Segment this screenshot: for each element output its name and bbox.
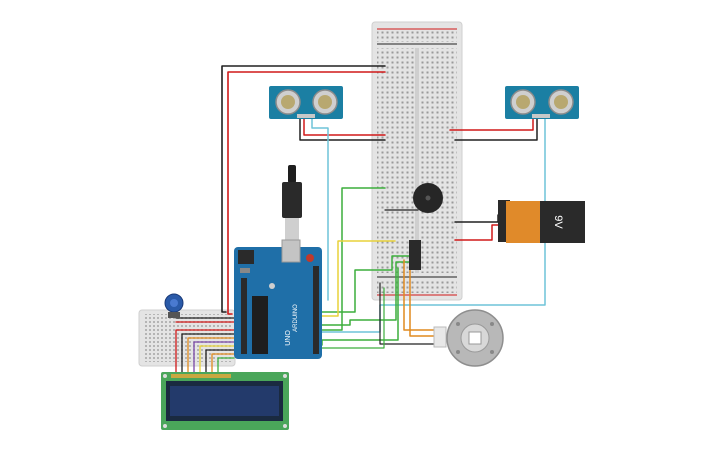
arduino-uno: ARDUINO UNO [234, 239, 322, 359]
wire-black-top [221, 65, 386, 313]
wire-red-top [227, 71, 386, 315]
battery-label: 9V [552, 215, 564, 229]
battery-9v: 9V [498, 200, 585, 243]
piezo-buzzer [413, 183, 443, 213]
dc-motor [433, 309, 504, 367]
transistor [409, 240, 421, 270]
ultrasonic-sensor-left [269, 86, 343, 119]
ultrasonic-sensor-right [505, 86, 579, 119]
potentiometer [164, 293, 184, 318]
wires [175, 65, 546, 375]
main-breadboard [371, 21, 463, 301]
arduino-board-text: UNO [285, 330, 292, 346]
usb-cable [282, 165, 302, 240]
arduino-brand-text: ARDUINO [293, 304, 299, 332]
lcd-display [161, 372, 289, 430]
